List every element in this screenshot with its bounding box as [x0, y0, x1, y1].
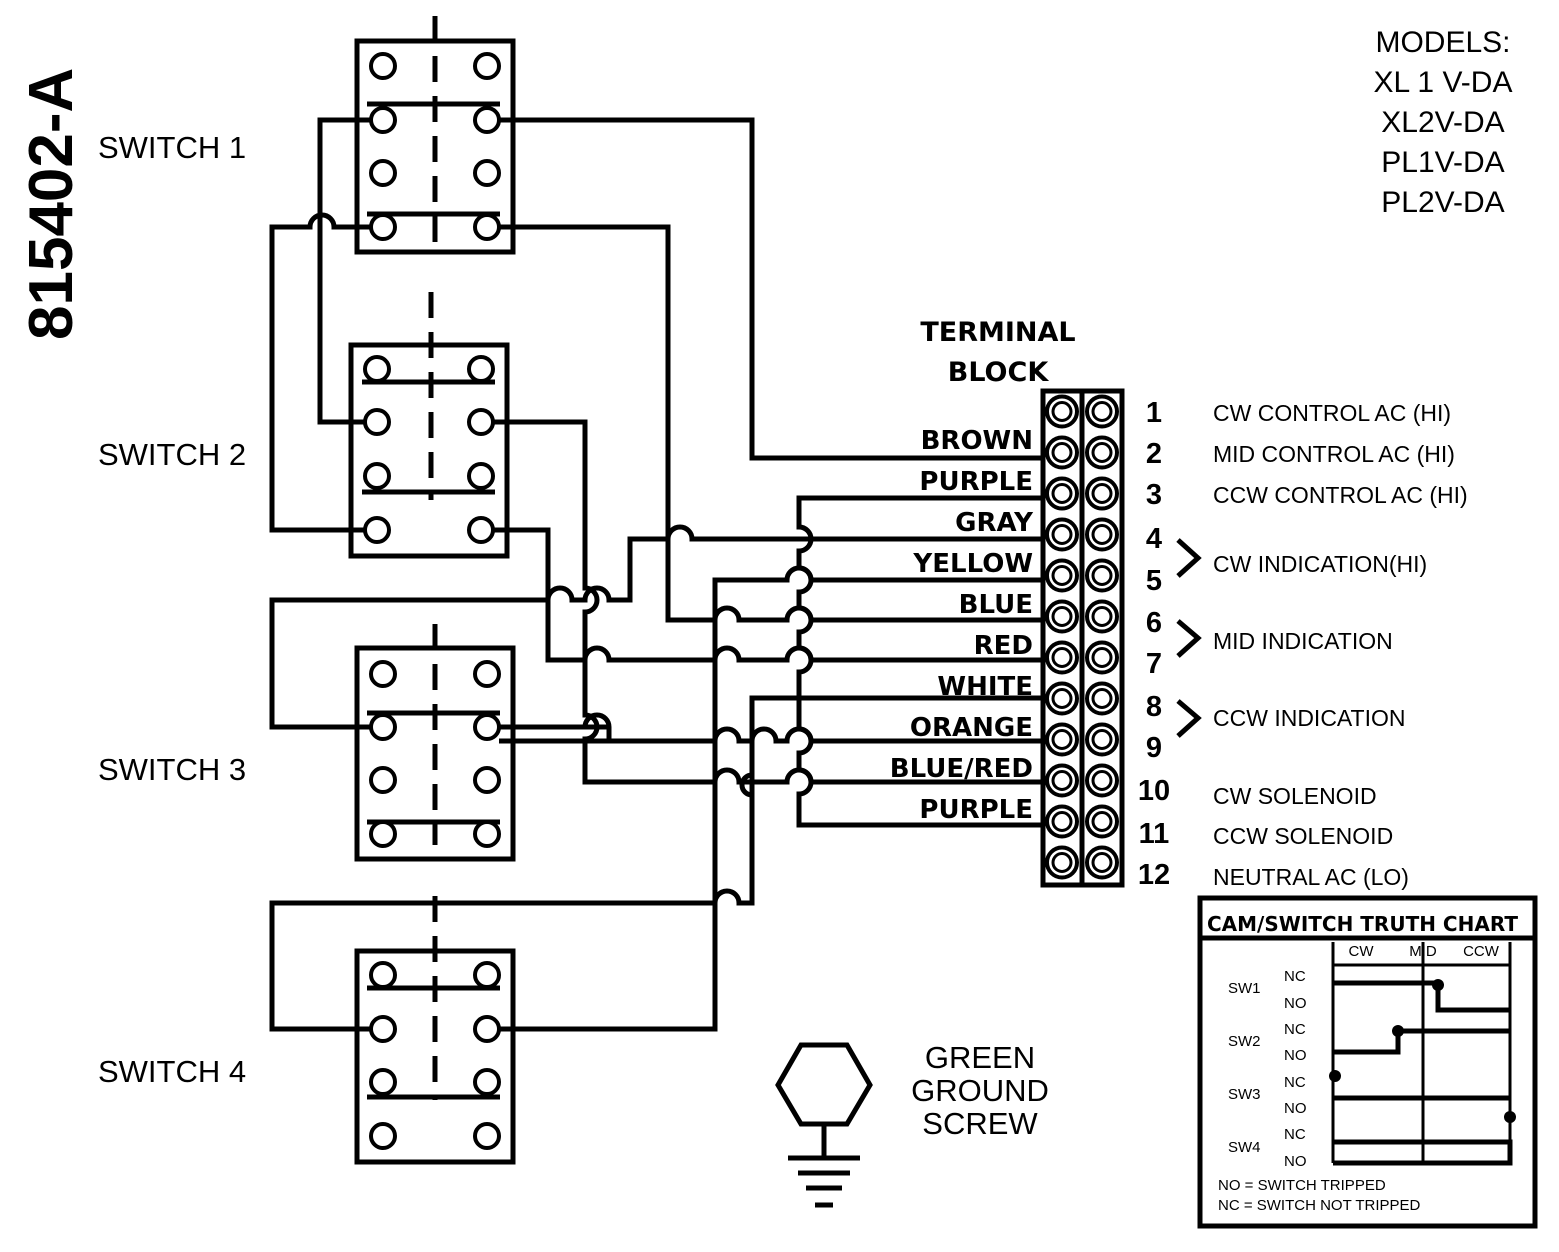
terminal-number: 6	[1146, 607, 1162, 639]
ground-label: GROUND	[911, 1073, 1049, 1108]
truth-chart-column: CW	[1349, 943, 1375, 960]
terminal-function: CCW CONTROL AC (HI)	[1213, 482, 1468, 508]
ground-label: GREEN	[925, 1040, 1035, 1075]
terminal-screw-icon	[1051, 811, 1073, 832]
wire-color-label: YELLOW	[912, 549, 1033, 579]
switch-1	[354, 16, 516, 255]
wire-color-label: BROWN	[921, 426, 1033, 456]
wire-color-label: PURPLE	[919, 467, 1033, 497]
wire-color-label: BLUE/RED	[890, 754, 1033, 784]
truth-chart: CAM/SWITCH TRUTH CHART CW MID CCW	[1197, 895, 1538, 1229]
wire-color-label: BLUE	[959, 590, 1033, 620]
terminal-screw-icon	[1051, 565, 1073, 586]
terminal-function: CW INDICATION(HI)	[1213, 551, 1427, 577]
terminal-screw-icon	[1051, 442, 1073, 463]
models-heading: MODELS:	[1375, 26, 1510, 59]
terminal-number: 5	[1146, 565, 1162, 597]
terminal-function: MID CONTROL AC (HI)	[1213, 441, 1455, 467]
terminal-screw-icon	[1091, 729, 1113, 750]
terminal-screw-icon	[1051, 401, 1073, 422]
terminal-screw-icon	[1051, 483, 1073, 504]
terminal-screw-icon	[1091, 524, 1113, 545]
terminal-number: 3	[1146, 479, 1162, 511]
model-item: PL1V-DA	[1381, 146, 1504, 179]
drawing-number: 815402-A	[17, 68, 86, 340]
switch-4	[354, 896, 516, 1165]
terminal-screw-icon	[1091, 811, 1113, 832]
truth-chart-legend-nc: NC = SWITCH NOT TRIPPED	[1218, 1197, 1421, 1214]
truth-chart-title: CAM/SWITCH TRUTH CHART	[1207, 912, 1518, 936]
truth-chart-nc: NC	[1284, 1126, 1306, 1143]
model-item: XL 1 V-DA	[1374, 66, 1513, 99]
truth-chart-no: NO	[1284, 1047, 1307, 1064]
wires	[269, 117, 1045, 1032]
truth-chart-switch: SW2	[1228, 1033, 1261, 1050]
switch-2	[348, 292, 510, 559]
terminal-screw-icon	[1091, 565, 1113, 586]
terminal-screw-icon	[1051, 606, 1073, 627]
switch-1-label: SWITCH 1	[98, 130, 246, 165]
terminal-function: NEUTRAL AC (LO)	[1213, 864, 1409, 890]
terminal-screw-icon	[1051, 770, 1073, 791]
wire-color-label: RED	[974, 631, 1033, 661]
terminal-screw-icon	[1091, 401, 1113, 422]
terminal-screw-icon	[1051, 524, 1073, 545]
terminal-number: 2	[1146, 438, 1162, 470]
terminal-number: 12	[1138, 859, 1170, 891]
terminal-screw-icon	[1051, 647, 1073, 668]
truth-chart-switch: SW3	[1228, 1086, 1261, 1103]
switch-4-label: SWITCH 4	[98, 1054, 246, 1089]
wire-color-label: PURPLE	[919, 795, 1033, 825]
truth-chart-nc: NC	[1284, 1021, 1306, 1038]
truth-chart-nc: NC	[1284, 968, 1306, 985]
wire-color-label: WHITE	[937, 672, 1033, 702]
terminal-number: 1	[1146, 397, 1162, 429]
terminal-block-title-2: BLOCK	[948, 357, 1050, 388]
terminal-screw-icon	[1091, 442, 1113, 463]
truth-chart-no: NO	[1284, 1153, 1307, 1170]
terminal-number: 11	[1139, 818, 1170, 850]
truth-chart-legend-no: NO = SWITCH TRIPPED	[1218, 1177, 1386, 1194]
model-item: XL2V-DA	[1381, 106, 1504, 139]
terminal-number: 10	[1138, 775, 1170, 807]
wire-color-label: GRAY	[955, 508, 1034, 538]
terminal-function: CCW SOLENOID	[1213, 823, 1393, 849]
terminal-block-title-1: TERMINAL	[920, 317, 1075, 348]
terminal-screw-icon	[1091, 770, 1113, 791]
truth-chart-column: CCW	[1463, 943, 1500, 960]
wire-color-label: ORANGE	[910, 713, 1033, 743]
ground-screw-icon	[775, 1042, 873, 1208]
terminal-screw-icon	[1091, 688, 1113, 709]
terminal-function: CW SOLENOID	[1213, 783, 1377, 809]
switch-3	[354, 624, 516, 862]
switch-2-label: SWITCH 2	[98, 437, 246, 472]
terminal-function: CCW INDICATION	[1213, 705, 1406, 731]
switch-3-label: SWITCH 3	[98, 752, 246, 787]
ground-label: SCREW	[922, 1106, 1038, 1141]
terminal-screw-icon	[1091, 852, 1113, 873]
terminal-number: 7	[1146, 648, 1162, 680]
terminal-function: CW CONTROL AC (HI)	[1213, 400, 1451, 426]
terminal-block: TERMINAL BLOCK BROWN PURPLE GRAY YELLOW …	[890, 317, 1468, 891]
models-list: MODELS: XL 1 V-DA XL2V-DA PL1V-DA PL2V-D…	[1374, 26, 1513, 219]
terminal-screw-icon	[1091, 647, 1113, 668]
truth-chart-switch: SW1	[1228, 980, 1261, 997]
terminal-function: MID INDICATION	[1213, 628, 1393, 654]
terminal-number: 9	[1146, 732, 1162, 764]
model-item: PL2V-DA	[1381, 186, 1504, 219]
terminal-screw-icon	[1091, 483, 1113, 504]
terminal-screw-icon	[1051, 852, 1073, 873]
truth-chart-no: NO	[1284, 1100, 1307, 1117]
terminal-screw-icon	[1091, 606, 1113, 627]
terminal-number: 8	[1146, 691, 1162, 723]
terminal-number: 4	[1146, 523, 1162, 555]
truth-chart-nc: NC	[1284, 1074, 1306, 1091]
truth-chart-switch: SW4	[1228, 1139, 1261, 1156]
terminal-screw-icon	[1051, 729, 1073, 750]
truth-chart-no: NO	[1284, 995, 1307, 1012]
terminal-screw-icon	[1051, 688, 1073, 709]
